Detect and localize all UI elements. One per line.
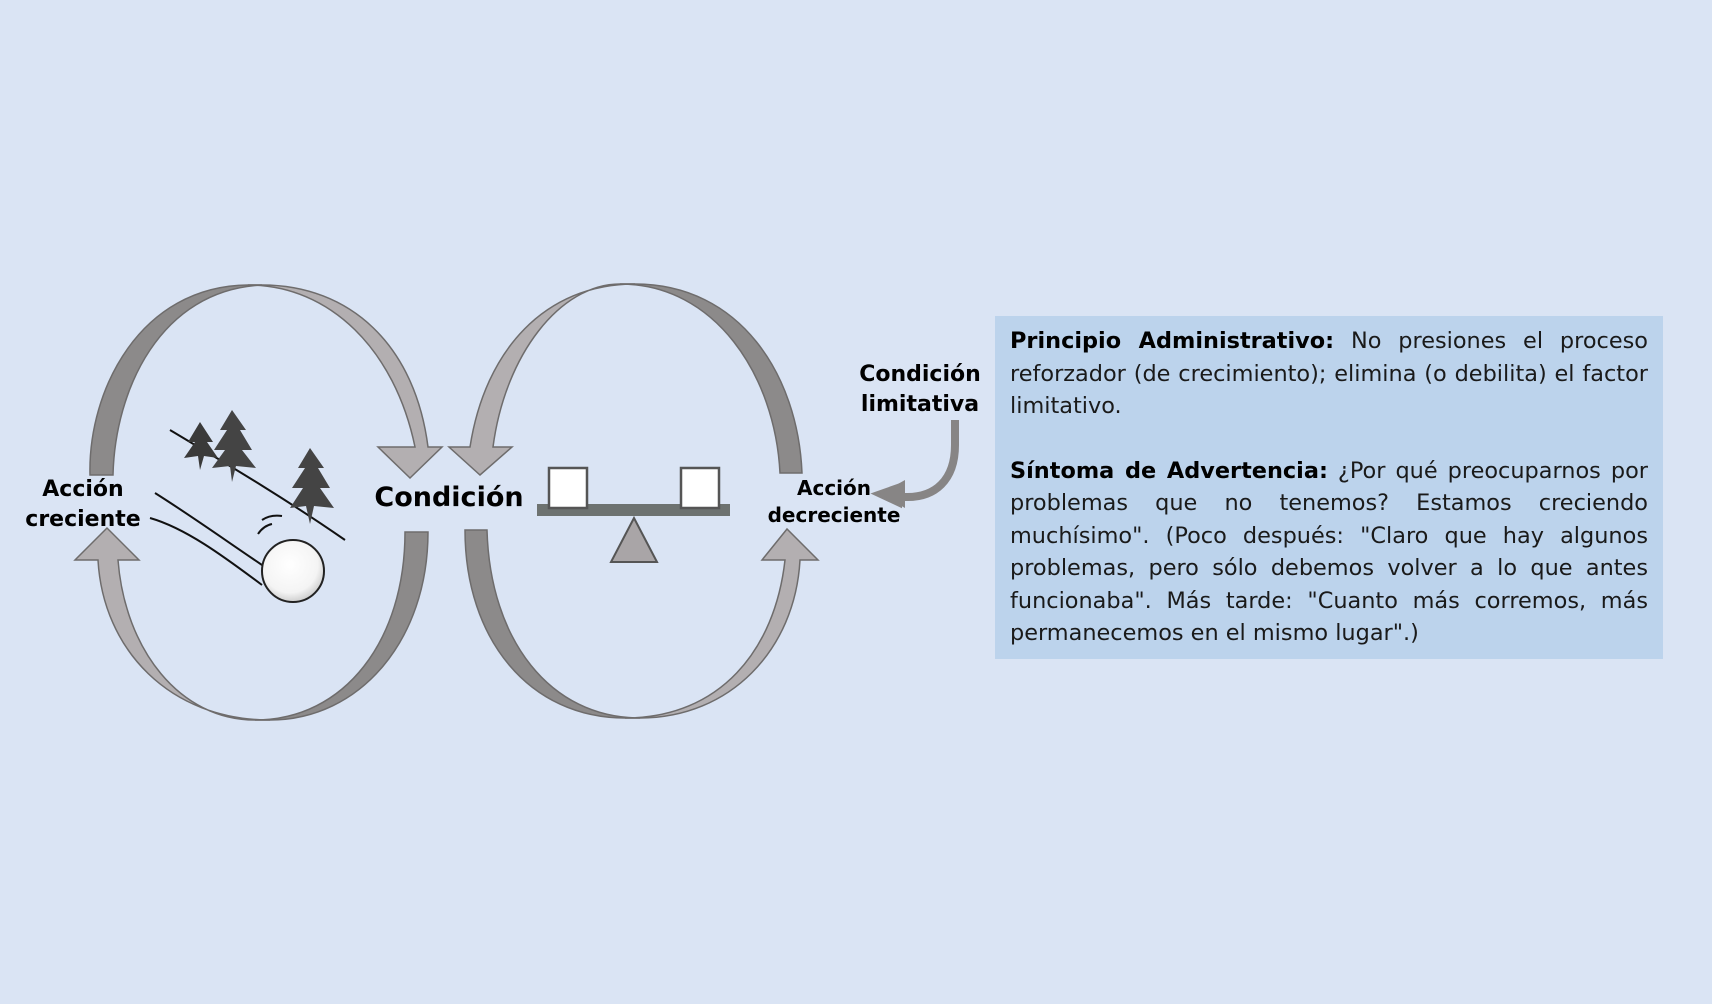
loop-arc-bottom-right-balancing xyxy=(624,527,820,719)
sintoma-heading: Síntoma de Advertencia: xyxy=(1010,457,1328,484)
reinforcing-loop xyxy=(73,284,444,721)
tree-icon xyxy=(290,448,334,524)
limiting-condition-arrowhead xyxy=(880,480,905,508)
tree-icon xyxy=(184,422,218,470)
sintoma-text: ¿Por qué preocuparnos por problemas que … xyxy=(1010,457,1648,647)
principio-paragraph: Principio Administrativo: No presiones e… xyxy=(1010,325,1648,423)
tree-icon xyxy=(212,410,256,482)
principio-text: No presiones el proceso reforzador (de c… xyxy=(1010,328,1648,419)
loop-arc-bottom-left xyxy=(73,526,271,721)
loop-arc-top-right-balancing xyxy=(619,283,803,474)
sintoma-paragraph: Síntoma de Advertencia: ¿Por qué preocup… xyxy=(1010,455,1648,650)
label-accion-creciente-line2: creciente xyxy=(25,507,140,532)
loop-arc-top-right xyxy=(247,284,444,480)
label-accion-decreciente-line2: decreciente xyxy=(768,503,901,527)
snowball-icon xyxy=(149,410,346,603)
principio-heading: Principio Administrativo: xyxy=(1010,328,1335,354)
label-condicion-limitativa-line1: Condición xyxy=(859,362,981,387)
label-condicion: Condición xyxy=(374,482,523,513)
explanation-box: Principio Administrativo: No presiones e… xyxy=(995,316,1663,659)
balancing-loop xyxy=(447,283,820,719)
label-accion-creciente-line1: Acción xyxy=(42,477,123,502)
balance-scale-icon xyxy=(537,466,730,563)
label-accion-decreciente-line1: Acción xyxy=(797,476,871,500)
loop-arc-top-left-balancing xyxy=(447,283,636,477)
label-condicion-limitativa-line2: limitativa xyxy=(861,392,979,417)
